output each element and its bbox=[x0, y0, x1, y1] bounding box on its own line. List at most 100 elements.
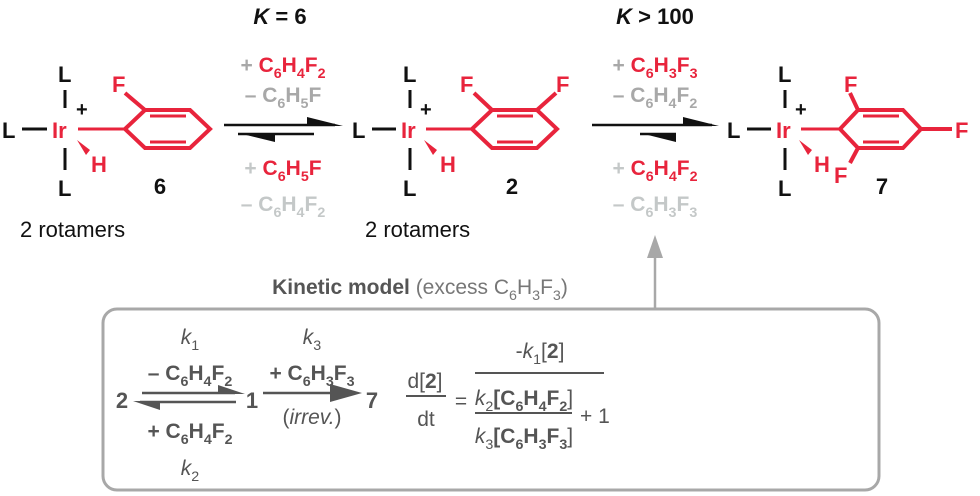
formula-text: + C bbox=[147, 420, 180, 443]
formula-subscript: 2 bbox=[689, 96, 697, 112]
formula-text: H bbox=[654, 157, 669, 180]
formula-subscript: 2 bbox=[317, 205, 325, 221]
species-1: 1 bbox=[246, 388, 258, 413]
formula-subscript: 3 bbox=[669, 205, 677, 221]
formula-text: H bbox=[311, 362, 326, 385]
formula-text: F bbox=[677, 157, 690, 180]
formula-text: k bbox=[181, 326, 193, 349]
formula-subscript: 3 bbox=[690, 66, 698, 82]
ligand-left: L bbox=[352, 118, 365, 143]
formula-text: + bbox=[244, 157, 262, 180]
hydride-label: H bbox=[440, 152, 456, 177]
formula-subscript: 6 bbox=[181, 432, 189, 448]
equilibrium-arrows-1 bbox=[224, 117, 343, 142]
formula-subscript: 6 bbox=[645, 96, 653, 112]
charge: + bbox=[795, 99, 807, 121]
formula-text: – C bbox=[613, 193, 646, 216]
formula-text: [C bbox=[493, 425, 515, 448]
ligand-left: L bbox=[727, 118, 740, 143]
formula-text: F bbox=[677, 54, 690, 77]
formula-text: – C bbox=[613, 84, 646, 107]
eq2-forward-byproduct: – C6H4F2 bbox=[613, 84, 698, 112]
formula-subscript: 3 bbox=[553, 288, 561, 304]
formula-text: F bbox=[308, 84, 321, 107]
formula-subscript: 6 bbox=[515, 437, 523, 453]
formula-text: = 6 bbox=[269, 4, 306, 29]
eq1-reverse-reagent: + C6H5F bbox=[244, 157, 321, 185]
formula-subscript: 3 bbox=[669, 66, 677, 82]
formula-text: F bbox=[211, 362, 224, 385]
complex-2: L + L Ir L H F F 2 2 rotamers bbox=[352, 62, 569, 242]
formula-subscript: 4 bbox=[297, 205, 305, 221]
fluorine-label: F bbox=[844, 72, 857, 97]
formula-text: H bbox=[285, 84, 300, 107]
formula-text: + bbox=[240, 54, 258, 77]
formula-subscript: 2 bbox=[690, 169, 698, 185]
rate-numerator: -k1[2] bbox=[516, 340, 565, 368]
formula-text: k bbox=[475, 425, 487, 448]
inner-numerator: k2[C6H4F2] bbox=[475, 387, 573, 415]
formula-text: F bbox=[547, 387, 560, 410]
formula-text: C bbox=[631, 54, 646, 77]
formula-text: > 100 bbox=[632, 4, 694, 29]
formula-text: C bbox=[259, 54, 274, 77]
formula-subscript: 2 bbox=[559, 399, 567, 415]
compound-number-2: 2 bbox=[506, 174, 518, 199]
formula-text: C bbox=[631, 157, 646, 180]
formula-text: ] bbox=[567, 387, 573, 410]
formula-text: H bbox=[188, 362, 203, 385]
iridium-label: Ir bbox=[52, 118, 67, 143]
formula-text: ] bbox=[567, 425, 573, 448]
formula-text: + bbox=[612, 54, 630, 77]
formula-text: F bbox=[676, 193, 689, 216]
formula-subscript: 2 bbox=[485, 399, 493, 415]
formula-subscript: 4 bbox=[204, 374, 212, 390]
iridium-label: Ir bbox=[776, 118, 791, 143]
kinetic-scheme: 2 1 7 k1 – C6H4F2 + C6H4F2 k2 k3 + C6H3F… bbox=[116, 326, 610, 485]
charge: + bbox=[420, 99, 432, 121]
rotamers-label: 2 rotamers bbox=[20, 217, 125, 242]
formula-text: K bbox=[253, 4, 271, 29]
formula-subscript: 3 bbox=[689, 205, 697, 221]
formula-text: C bbox=[263, 157, 278, 180]
kinetic-model-title: Kinetic model (excess C6H3F3) bbox=[272, 276, 568, 304]
formula-text: H bbox=[653, 84, 668, 107]
formula-text: H bbox=[281, 193, 296, 216]
formula-text: ) bbox=[561, 276, 568, 299]
formula-text: + C bbox=[269, 362, 302, 385]
formula-subscript: 3 bbox=[532, 288, 540, 304]
equals-sign: = bbox=[455, 390, 467, 413]
formula-text: – C bbox=[241, 193, 274, 216]
k2-reagent: + C6H4F2 bbox=[147, 420, 232, 448]
formula-subscript: 6 bbox=[303, 374, 311, 390]
formula-subscript: 4 bbox=[669, 96, 677, 112]
fluorine-label: F bbox=[955, 118, 968, 143]
hydride-label: H bbox=[91, 152, 107, 177]
plus-one: + 1 bbox=[580, 405, 610, 428]
compound-number-7: 7 bbox=[876, 174, 888, 199]
formula-text: ) bbox=[335, 406, 342, 429]
formula-subscript: 3 bbox=[485, 437, 493, 453]
formula-text: ] bbox=[559, 340, 565, 363]
formula-text: H bbox=[654, 54, 669, 77]
formula-text: k bbox=[523, 340, 535, 363]
formula-subscript: 6 bbox=[277, 96, 285, 112]
rotamers-label: 2 rotamers bbox=[365, 217, 470, 242]
formula-text: H bbox=[282, 54, 297, 77]
formula-subscript: 3 bbox=[313, 338, 321, 354]
formula-text: [C bbox=[493, 387, 515, 410]
formula-text: F bbox=[334, 362, 347, 385]
formula-subscript: 3 bbox=[347, 374, 355, 390]
formula-text: - bbox=[516, 340, 523, 363]
formula-text: F bbox=[540, 276, 553, 299]
formula-text: [ bbox=[541, 340, 547, 363]
formula-text: F bbox=[212, 420, 225, 443]
formula-text: 2 bbox=[547, 340, 559, 363]
ligand-bottom: L bbox=[403, 176, 416, 201]
formula-subscript: 1 bbox=[191, 338, 199, 354]
eq2-reverse-reagent: + C6H4F2 bbox=[612, 157, 697, 185]
formula-subscript: 6 bbox=[509, 288, 517, 304]
formula-subscript: 3 bbox=[539, 437, 547, 453]
formula-subscript: 6 bbox=[646, 66, 654, 82]
